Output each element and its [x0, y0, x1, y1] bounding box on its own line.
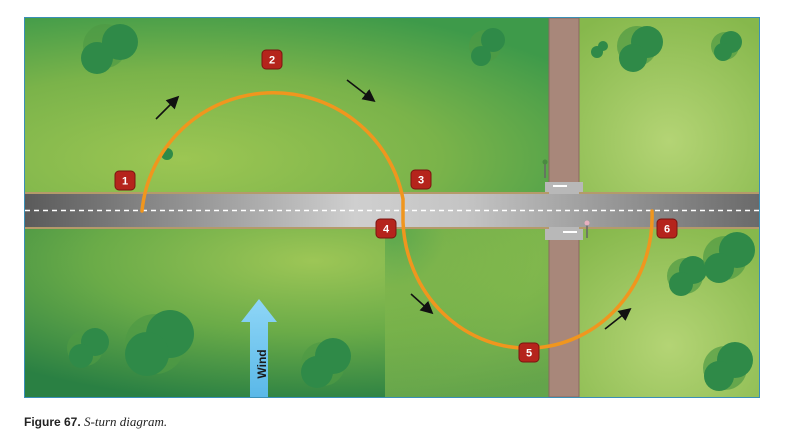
svg-text:6: 6: [664, 224, 670, 236]
tree-icon: [617, 26, 663, 72]
s-turn-ground-track: [140, 91, 654, 350]
wind-arrow: Wind: [241, 299, 277, 397]
figure-caption: Figure 67. S-turn diagram.: [24, 414, 167, 430]
tree-icon: [591, 41, 608, 58]
tree-icon: [125, 310, 194, 376]
tree-icon: [711, 31, 742, 61]
position-marker-2: 2: [261, 49, 283, 70]
tree-icon: [667, 256, 707, 296]
position-marker-3: 3: [410, 169, 432, 190]
figure-title: S-turn diagram.: [84, 414, 168, 429]
position-marker-4: 4: [375, 218, 397, 239]
svg-text:3: 3: [418, 175, 424, 187]
svg-text:1: 1: [122, 176, 128, 188]
tree-icon: [81, 24, 138, 74]
direction-arrow-icon: [604, 308, 632, 330]
grass-bottom-mid: [385, 227, 549, 397]
svg-text:4: 4: [383, 224, 390, 236]
road-edge-top-right: [579, 192, 759, 194]
tree-icon: [67, 328, 109, 368]
direction-arrow-icon: [155, 95, 180, 120]
position-marker-1: 1: [114, 170, 136, 191]
svg-text:2: 2: [269, 55, 275, 67]
road-edge-bottom: [25, 227, 549, 229]
tree-icon: [703, 232, 755, 283]
s-turn-diagram: 1 2 3 4 5 6 Wind: [25, 18, 759, 397]
road-sign-icon: [584, 220, 590, 238]
road-edge-top: [25, 192, 549, 194]
direction-arrow-icon: [346, 79, 376, 102]
diagram-frame: 1 2 3 4 5 6 Wind: [24, 17, 760, 398]
tree-icon: [301, 338, 351, 388]
tree-icon: [703, 342, 753, 391]
tree-icon: [469, 28, 505, 66]
road-sign-icon: [542, 159, 548, 178]
position-marker-5: 5: [518, 342, 540, 363]
figure-label: Figure 67.: [24, 415, 81, 429]
wind-label: Wind: [255, 349, 269, 378]
svg-text:5: 5: [526, 348, 532, 360]
position-marker-6: 6: [656, 218, 678, 239]
direction-arrow-icon: [410, 293, 434, 315]
